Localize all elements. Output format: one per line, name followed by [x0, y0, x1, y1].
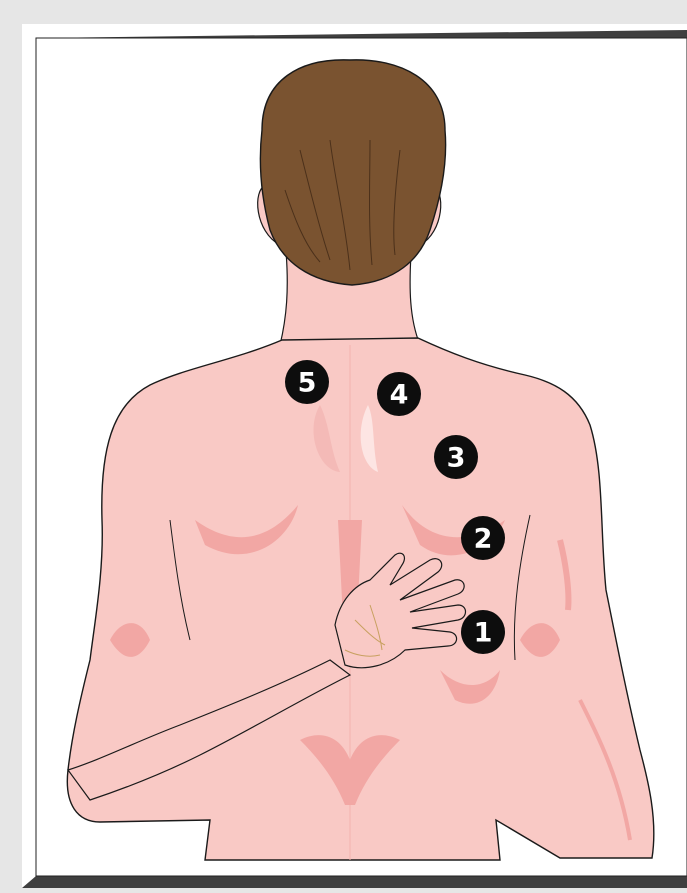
marker-label: 4: [390, 380, 409, 411]
marker-4: 4: [377, 372, 421, 416]
head-hair: [260, 60, 445, 285]
marker-label: 2: [474, 524, 493, 555]
marker-1: 1: [461, 610, 505, 654]
marker-5: 5: [285, 360, 329, 404]
marker-3: 3: [434, 435, 478, 479]
marker-label: 1: [474, 618, 493, 649]
marker-label: 3: [447, 443, 466, 474]
marker-2: 2: [461, 516, 505, 560]
marker-label: 5: [298, 368, 317, 399]
